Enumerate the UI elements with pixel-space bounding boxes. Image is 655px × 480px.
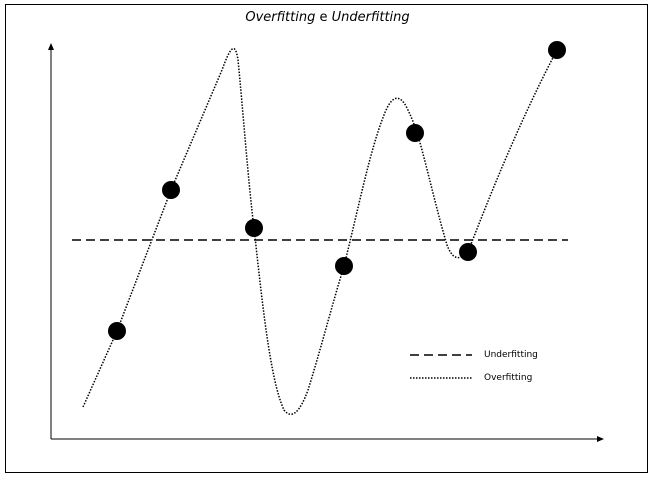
data-point: [108, 322, 126, 340]
legend-overfitting-label: Overfitting: [484, 373, 532, 383]
title-overfitting: Overfitting: [245, 10, 316, 25]
data-point: [162, 181, 180, 199]
legend-underfitting-label: Underfitting: [484, 350, 538, 360]
figure-title: Overfitting e Underfitting: [0, 10, 655, 25]
overfitting-curve: [82, 47, 558, 415]
legend: Underfitting Overfitting: [410, 350, 538, 383]
title-conjunction: e: [315, 10, 332, 25]
data-point: [335, 257, 353, 275]
title-underfitting: Underfitting: [331, 10, 410, 25]
figure-frame: [5, 4, 648, 473]
data-point: [245, 219, 263, 237]
data-point: [548, 41, 566, 59]
data-point: [406, 124, 424, 142]
data-point: [459, 243, 477, 261]
